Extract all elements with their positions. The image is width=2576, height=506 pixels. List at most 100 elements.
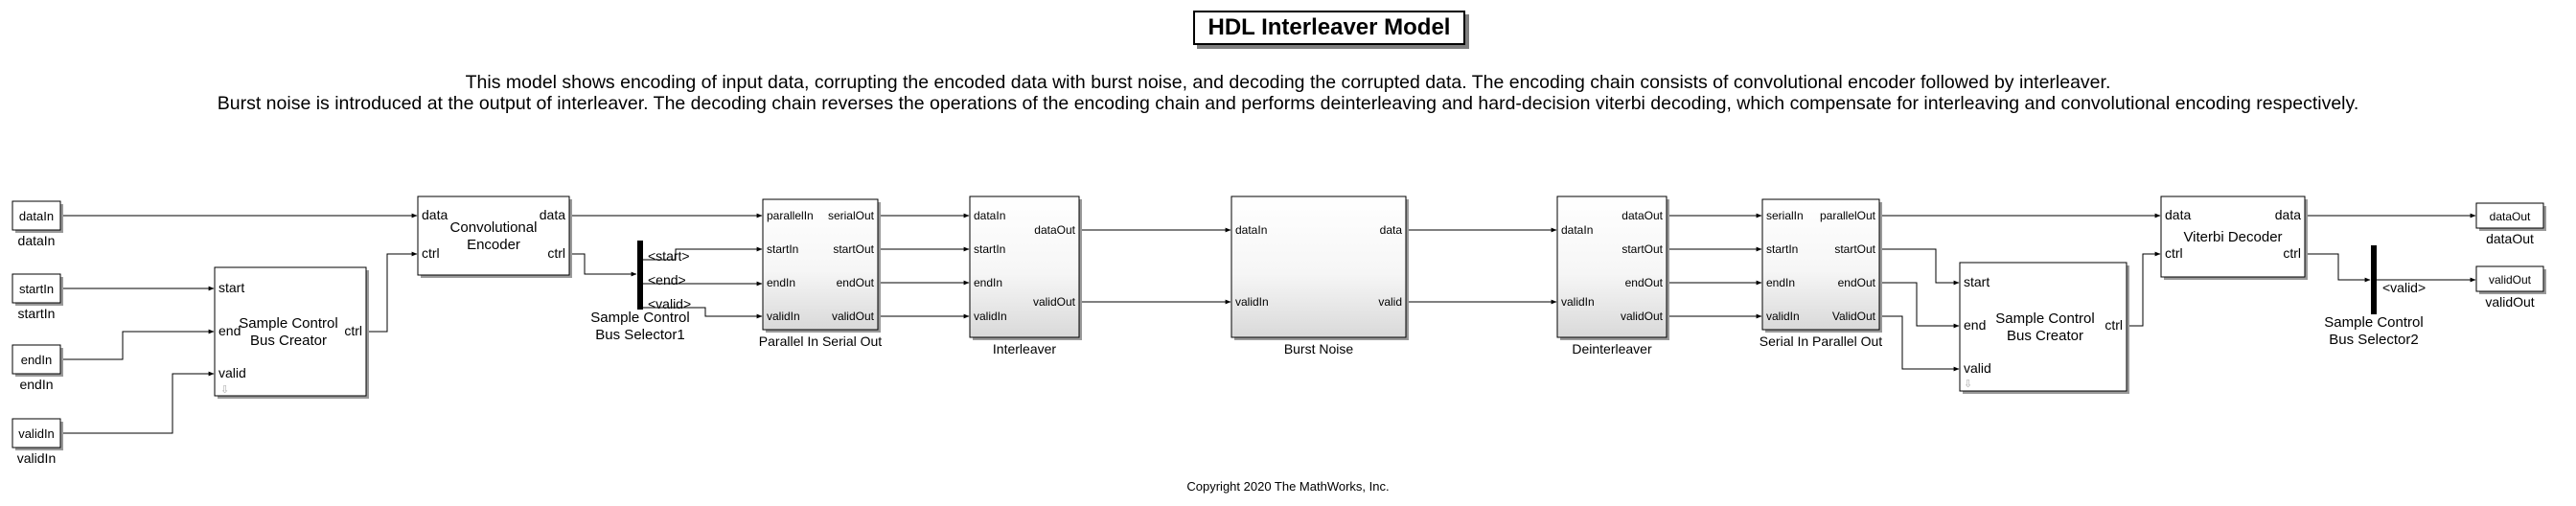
wire-start (643, 246, 763, 261)
outport-caption: dataOut (2486, 231, 2534, 246)
block-caption: Sample Control (2324, 314, 2423, 331)
out-port-label: valid (1378, 295, 1402, 309)
in-port-label: valid (1964, 360, 1991, 376)
in-port-label: validIn (1766, 310, 1800, 323)
wire-ctrl-viterbi (2127, 251, 2161, 327)
conv_encoder-block-body (417, 196, 570, 276)
in-port-label: ctrl (2165, 245, 2183, 261)
viterbi-block-body (2160, 196, 2306, 278)
bus-selector-bar (2371, 245, 2377, 314)
bus-selector-bar (637, 241, 643, 310)
out-port-label: validOut (1621, 310, 1664, 323)
out-port-label: data (2275, 207, 2301, 222)
inport-startIn-body (12, 273, 61, 304)
in-port-label: end (1964, 317, 1986, 333)
wire-encoded-ctrl (569, 253, 637, 277)
p2s-block[interactable]: parallelIn startIn endIn validIn serialOut st… (759, 198, 883, 349)
outport-label: validOut (2489, 273, 2532, 287)
inport-validIn[interactable]: validIn validIn (12, 418, 63, 466)
inport-caption: validIn (17, 450, 56, 466)
deinterleaver-block-body (1556, 196, 1668, 338)
wire-start-out (1879, 248, 1960, 286)
outport-label: dataOut (2490, 210, 2531, 223)
block-caption: Parallel In Serial Out (759, 334, 883, 349)
out-port-label: ctrl (547, 245, 565, 261)
in-port-label: startIn (1766, 242, 1798, 256)
block-title: Convolutional (450, 219, 538, 236)
block-caption: Serial In Parallel Out (1760, 334, 1883, 349)
block-caption: Interleaver (993, 341, 1056, 356)
outport-dataOut[interactable]: dataOut dataOut (2475, 202, 2546, 246)
block-title: Sample Control (1995, 310, 2094, 327)
block-title: Bus Creator (250, 333, 327, 349)
in-port-label: validIn (1235, 295, 1269, 309)
s2p-block-body (1761, 198, 1880, 331)
out-port-label: parallelOut (1820, 209, 1876, 222)
wire-viterbi-ctrl (2305, 253, 2371, 283)
outport-validOut[interactable]: validOut validOut (2475, 265, 2546, 310)
inport-endIn[interactable]: endIn endIn (12, 344, 63, 392)
out-port-label: serialOut (828, 209, 875, 222)
inport-caption: endIn (19, 377, 53, 392)
drag-handle-icon: ⇩ (1964, 379, 1972, 390)
wire-ctrl-in (366, 251, 418, 333)
block-caption: Sample Control (590, 310, 689, 326)
out-port-label: data (540, 207, 565, 222)
bus-element-label: <start> (648, 248, 690, 264)
in-port-label: start (1964, 274, 1990, 289)
drag-handle-icon: ⇩ (220, 384, 229, 396)
p2s-block-body (762, 198, 879, 331)
bus_creator1-block-body (214, 266, 367, 397)
out-port-label: validOut (832, 310, 875, 323)
deinterleaver-block[interactable]: dataInvalidIndataOutstartOutendOutvalidO… (1556, 196, 1669, 356)
in-port-label: startIn (767, 242, 798, 256)
burst_noise-block-body (1230, 196, 1407, 338)
out-port-label: ctrl (344, 323, 362, 338)
s2p-block[interactable]: serialInstartInendInvalidInparallelOutst… (1760, 198, 1883, 349)
in-port-label: start (218, 280, 244, 295)
inport-dataIn-body (12, 200, 61, 231)
out-port-label: validOut (1033, 295, 1076, 309)
in-port-label: endIn (974, 276, 1002, 289)
inport-dataIn[interactable]: dataIn dataIn (12, 200, 63, 248)
out-port-label: ValidOut (1832, 310, 1876, 323)
out-port-label: ctrl (2283, 245, 2301, 261)
block-title: Viterbi Decoder (2183, 229, 2282, 245)
in-port-label: end (218, 323, 241, 338)
outport-caption: validOut (2485, 294, 2534, 310)
inport-validIn-body (12, 418, 61, 448)
inport-label: endIn (21, 353, 53, 367)
inport-caption: dataIn (18, 233, 56, 248)
out-port-label: ctrl (2104, 317, 2123, 333)
interleaver-block-body (969, 196, 1080, 338)
bus-element-label: <valid> (648, 296, 691, 311)
out-port-label: endOut (837, 276, 875, 289)
in-port-label: validIn (767, 310, 800, 323)
out-port-label: endOut (1838, 276, 1876, 289)
interleaver-block[interactable]: dataInstartInendInvalidIndataOutvalidOut… (969, 196, 1082, 356)
in-port-label: parallelIn (767, 209, 814, 222)
inport-endIn-body (12, 344, 61, 375)
block-title: Encoder (467, 237, 520, 253)
description-line-2: Burst noise is introduced at the output … (217, 93, 2359, 114)
in-port-label: endIn (767, 276, 795, 289)
out-port-label: startOut (1834, 242, 1875, 256)
inport-caption: startIn (18, 306, 56, 321)
in-port-label: validIn (974, 310, 1007, 323)
inport-label: validIn (18, 426, 55, 441)
bus-element-label: <end> (648, 272, 686, 288)
outport-dataOut-body (2475, 202, 2544, 229)
out-port-label: startOut (833, 242, 874, 256)
inport-label: dataIn (19, 209, 54, 223)
out-port-label: endOut (1625, 276, 1664, 289)
in-port-label: data (422, 207, 448, 222)
